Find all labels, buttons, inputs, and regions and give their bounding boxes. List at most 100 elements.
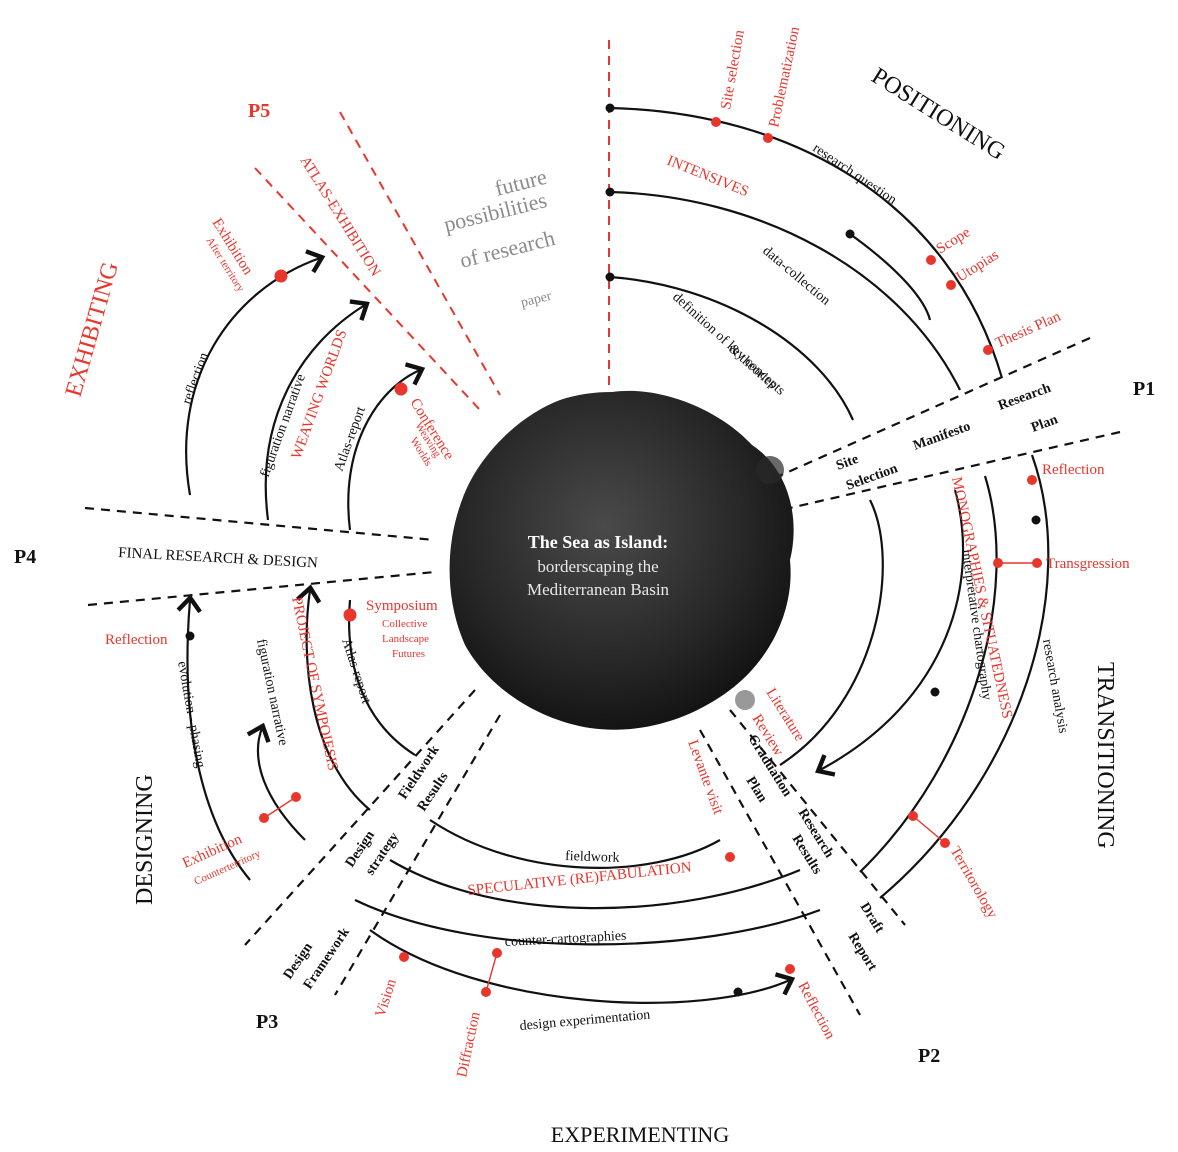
future-research: future possibilities of research paper <box>441 164 557 311</box>
label-design-exp: design experimentation <box>519 1008 651 1034</box>
phase-transitioning: TRANSITIONING <box>1092 662 1118 849</box>
center-title: The Sea as Island: borderscaping the Med… <box>527 532 670 599</box>
arc-speculative <box>389 859 801 910</box>
label-sympoiesis: PROJECT OF SYMPOIESIS <box>288 596 341 773</box>
red-dot <box>983 345 993 355</box>
label-utopias: Utopias <box>954 247 1002 285</box>
milestone-p5: P5 <box>248 100 270 122</box>
divider-p3-b <box>334 714 501 996</box>
arc-positioning-inner <box>609 275 855 421</box>
label-thesis-plan: Thesis Plan <box>993 309 1064 352</box>
label-figuration-d: figuration narrative <box>253 638 290 747</box>
p3-labels: Design Framework Design strategy Fieldwo… <box>281 743 452 993</box>
globe-shape <box>449 390 794 730</box>
label-territorology: Territorology <box>947 844 1001 922</box>
red-dot <box>763 133 773 143</box>
black-dot <box>605 187 615 197</box>
red-dot <box>946 280 956 290</box>
globe-speck <box>756 456 784 484</box>
black-dot <box>1031 515 1041 525</box>
markers <box>185 103 1042 997</box>
divider-p2-a <box>729 709 906 926</box>
label-research-analysis: research analysis <box>1039 638 1070 734</box>
label-counter: counter-cartographies <box>504 929 626 950</box>
red-dot <box>926 255 936 265</box>
p2-draft: Draft <box>857 900 887 936</box>
black-dot <box>605 103 615 113</box>
black-dot <box>733 987 743 997</box>
label-site-selection: Site selection <box>718 28 748 110</box>
red-dot <box>1027 475 1037 485</box>
label-scope: Scope <box>934 224 974 257</box>
divider-p2-b <box>699 729 861 1016</box>
phase-exhibiting: EXHIBITING <box>61 259 124 399</box>
label-levante: Levante visit <box>684 738 726 817</box>
arc-transitioning-outer <box>879 454 1050 899</box>
arc-transitioning-innermost <box>779 499 884 766</box>
positioning-labels: Site selection Problematization research… <box>665 25 1064 399</box>
milestone-p4: P4 <box>14 546 36 568</box>
divider-p4-b <box>87 570 436 607</box>
p1-manifesto: Manifesto <box>911 419 972 454</box>
red-dot <box>399 952 409 962</box>
divider-p5-b <box>254 167 481 411</box>
label-symposium: Symposium <box>366 598 438 614</box>
milestone-labels: P1 P2 P3 P4 P5 <box>14 100 1155 1067</box>
milestone-dividers <box>84 40 1121 1016</box>
red-dot <box>274 269 288 283</box>
arc-positioning-short <box>849 233 932 321</box>
arc-positioning-mid <box>609 190 961 391</box>
p1-plan: Plan <box>1029 412 1060 435</box>
phase-experimenting: EXPERIMENTING <box>551 1122 730 1147</box>
arcs <box>176 106 1050 1004</box>
arc-figuration-e <box>264 299 370 521</box>
p1-research: Research <box>996 381 1053 414</box>
arc-figuration-d <box>246 722 306 841</box>
arc-fieldwork <box>429 819 721 869</box>
label-speculative: SPECULATIVE (RE)FABULATION <box>467 860 693 899</box>
red-dot <box>394 382 408 396</box>
label-fieldwork: fieldwork <box>565 849 620 866</box>
phase-designing: DESIGNING <box>132 774 158 905</box>
p2-labels: Graduation Plan Research Results Draft R… <box>743 732 887 974</box>
milestone-p3: P3 <box>256 1011 278 1033</box>
label-reflection-x: Reflection <box>794 979 838 1042</box>
red-dot <box>711 117 721 127</box>
future-paper: paper <box>519 289 553 311</box>
label-data-collection: data-collection <box>759 244 832 309</box>
exhibiting-labels: ATLAS-EXHIBITION Exhibition After territ… <box>180 154 457 480</box>
arc-transitioning-mid <box>859 475 998 873</box>
divider-p1-b <box>789 430 1121 510</box>
milestone-p1: P1 <box>1133 378 1155 400</box>
label-evolution: evolution - phasing <box>174 660 208 769</box>
arc-sympoiesis <box>296 584 371 811</box>
label-futures: Futures <box>392 648 425 660</box>
arc-atlas-e <box>347 362 426 531</box>
divider-p5-a <box>339 111 501 396</box>
arc-positioning-outer <box>609 106 1004 379</box>
label-collective: Collective <box>382 618 427 630</box>
label-reflection-e: reflection <box>180 351 212 407</box>
black-dot <box>845 229 855 239</box>
red-dot <box>343 608 357 622</box>
label-intensives: INTENSIVES <box>665 153 751 200</box>
label-definition-2: & theories <box>725 342 779 392</box>
label-problematization: Problematization <box>766 25 803 129</box>
center-title-main: The Sea as Island: <box>528 532 669 552</box>
p4-final-research: FINAL RESEARCH & DESIGN <box>118 545 319 571</box>
future-line-3: of research <box>457 225 557 273</box>
label-research-question: research question <box>810 141 899 208</box>
label-reflection-t: Reflection <box>1042 462 1105 478</box>
label-transgression: Transgression <box>1046 556 1130 572</box>
label-atlas-report-d: Atlas-report <box>338 637 373 706</box>
arc-design-exp <box>369 929 796 1004</box>
center-subtitle-2: Mediterranean Basin <box>527 580 670 599</box>
arc-transitioning-inner <box>815 489 965 777</box>
label-atlas-exhibition: ATLAS-EXHIBITION <box>297 154 384 280</box>
label-landscape: Landscape <box>382 633 429 645</box>
arc-counter <box>354 899 821 946</box>
black-dot <box>605 272 615 282</box>
label-reflection-d: Reflection <box>105 632 168 648</box>
red-dot <box>725 852 735 862</box>
